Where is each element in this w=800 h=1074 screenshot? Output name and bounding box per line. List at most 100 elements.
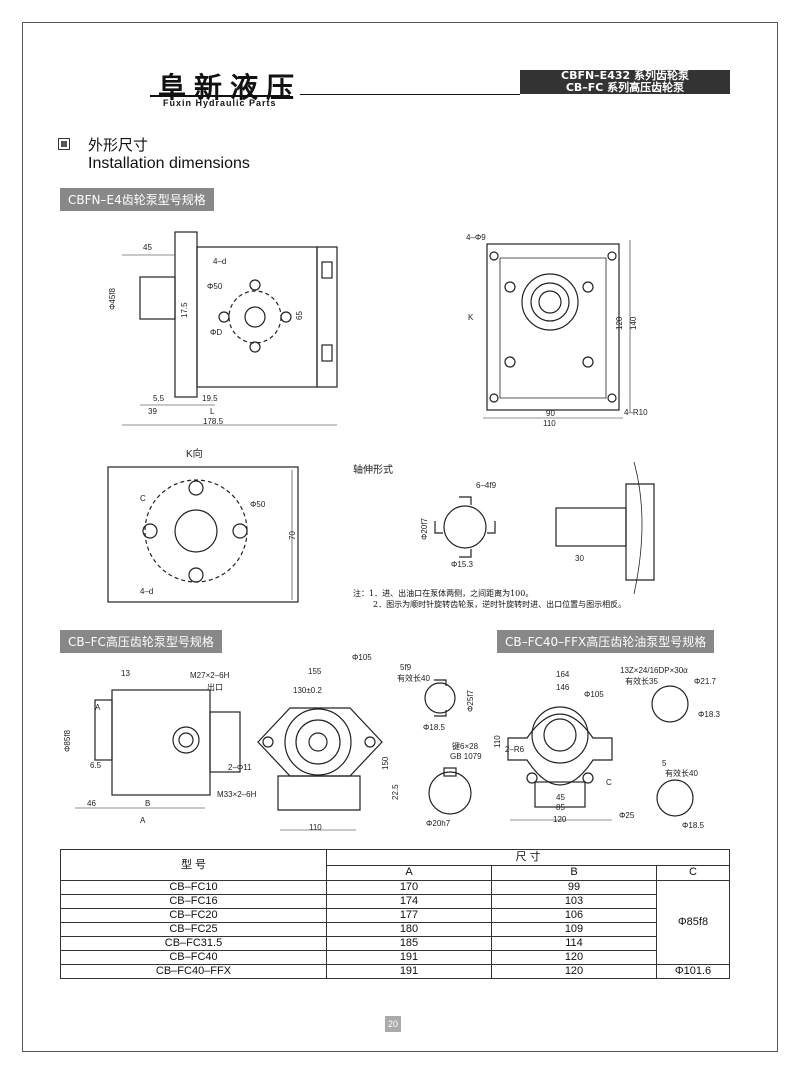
e4-front-view (483, 240, 631, 419)
dim-front-4phi9: 4–Φ9 (466, 233, 486, 242)
cell-model: CB–FC31.5 (60, 936, 327, 951)
th-a: A (326, 864, 492, 881)
band-fc: CB–FC高压齿轮泵型号规格 (60, 630, 222, 653)
table-row: CB–FC40 191 120 (60, 950, 730, 965)
table-row: CB–FC31.5 185 114 (60, 936, 730, 951)
dim-e4-178-5: 178.5 (203, 417, 224, 426)
note-line-1: 注：1．进、出油口在泵体两侧，之间距离为100。 (353, 589, 534, 598)
cell-a: 177 (326, 908, 492, 923)
cell-model: CB–FC40–FFX (60, 964, 327, 979)
page-number: 20 (385, 1016, 401, 1032)
dim-ffxs-5: 5 (662, 759, 667, 768)
cell-model: CB–FC16 (60, 894, 327, 909)
dim-e4-65: 65 (295, 311, 304, 320)
k-view (107, 466, 299, 603)
brand-title: 阜新液压 (158, 71, 303, 104)
cell-a: 185 (326, 936, 492, 951)
cell-model: CB–FC10 (60, 880, 327, 895)
dim-k-70: 70 (288, 531, 297, 540)
cell-b: 114 (491, 936, 657, 951)
dim-e4-l: L (210, 407, 215, 416)
dim-fc-130: 130±0.2 (293, 686, 322, 695)
dim-shaft-30: 30 (575, 554, 584, 563)
series-line-1: CBFN–E432 系列齿轮泵 (561, 69, 689, 82)
dim-front-140: 140 (629, 316, 638, 330)
th-b: B (491, 864, 657, 881)
dim-fcs-len40: 有效长40 (397, 673, 430, 683)
dim-front-110: 110 (543, 419, 556, 428)
cell-model: CB–FC40 (60, 950, 327, 965)
dim-fc-13: 13 (121, 669, 130, 678)
dim-k-phi50: Φ50 (250, 500, 266, 509)
table-row: CB–FC16 174 103 (60, 894, 730, 909)
dim-fc-m33: M33×2–6H (217, 790, 257, 799)
cell-a: 191 (326, 964, 492, 979)
e4-side-view (122, 231, 338, 426)
table-row: CB–FC25 180 109 (60, 922, 730, 937)
section-title-en: Installation dimensions (88, 155, 250, 172)
dim-ffxs-phi21: Φ21.7 (694, 677, 717, 686)
table-row: CB–FC40–FFX 191 120 Φ101.6 (60, 964, 730, 979)
dim-shaft-phi15: Φ15.3 (451, 560, 474, 569)
dim-ffx-c: C (606, 778, 612, 787)
dim-ffxs-len40: 有效长40 (665, 768, 698, 778)
dim-fc-m27: M27×2–6H (190, 671, 230, 680)
section-title-cn: 外形尺寸 (88, 136, 149, 154)
cell-model: CB–FC20 (60, 908, 327, 923)
dim-ffxs-phi25: Φ25 (619, 811, 635, 820)
series-badge: CBFN–E432 系列齿轮泵 CB–FC 系列高压齿轮泵 (520, 70, 730, 94)
dim-e4-phi50: Φ50 (207, 282, 223, 291)
dim-fc-110: 110 (309, 823, 322, 832)
notes: 注：1．进、出油口在泵体两侧，之间距离为100。 2．图示为顺时针旋转齿轮泵，逆… (353, 588, 626, 610)
dim-fcs-22-5: 22.5 (391, 784, 400, 800)
dim-fcs-gb: GB 1079 (450, 752, 482, 761)
dim-ffx-2r6: 2–R6 (505, 745, 525, 754)
dim-ffxs-phi18: Φ18.3 (698, 710, 721, 719)
page-frame (22, 22, 778, 1052)
th-size: 尺 寸 (326, 849, 730, 866)
dim-front-90: 90 (546, 409, 555, 418)
dim-e4-17-5: 17.5 (180, 302, 189, 318)
cell-b: 120 (491, 950, 657, 965)
dim-ffxs-phi18-5: Φ18.5 (682, 821, 705, 830)
cell-c-common: Φ85f8 (656, 880, 730, 965)
dim-k-c: C (140, 494, 146, 503)
dim-e4-45: 45 (143, 243, 152, 252)
k-view-title: K向 (186, 447, 203, 460)
dim-front-4r10: 4–R10 (624, 408, 648, 417)
dim-k-4d: 4–d (140, 587, 153, 596)
cell-b: 103 (491, 894, 657, 909)
dim-fc-155: 155 (308, 667, 322, 676)
dim-shaft-spline: 6–4f9 (476, 481, 497, 490)
table-row: CB–FC20 177 106 (60, 908, 730, 923)
dim-ffx-85: 85 (556, 803, 565, 812)
dim-fc-6-5: 6.5 (90, 761, 102, 770)
dim-e4-19-5: 19.5 (202, 394, 218, 403)
dim-ffxs-len35: 有效长35 (625, 676, 658, 686)
th-model: 型 号 (60, 849, 327, 881)
cell-a: 170 (326, 880, 492, 895)
fc-drawing (75, 689, 383, 831)
th-c: C (656, 864, 730, 881)
shaft-title: 轴伸形式 (353, 463, 393, 476)
dim-ffx-45: 45 (556, 793, 565, 802)
cell-c: Φ101.6 (656, 964, 730, 979)
dim-ffx-phi105: Φ105 (584, 690, 604, 699)
dim-e4-39: 39 (148, 407, 157, 416)
cell-a: 174 (326, 894, 492, 909)
ffx-drawing (507, 685, 694, 821)
dim-fcs-phi20: Φ20h7 (426, 819, 451, 828)
dim-ffx-120: 120 (553, 815, 567, 824)
dim-fcs-phi18: Φ18.5 (423, 723, 446, 732)
cell-b: 109 (491, 922, 657, 937)
dim-fc-a: A (140, 816, 146, 825)
dim-front-k: K (468, 313, 474, 322)
dim-ffxs-spline: 13Z×24/16DP×30α (620, 666, 688, 675)
dim-ffx-164: 164 (556, 670, 570, 679)
dim-e4-4d: 4–d (213, 257, 226, 266)
dim-ffx-146: 146 (556, 683, 570, 692)
dim-fcs-phi25: Φ25f7 (466, 689, 475, 712)
fc-shafts (424, 679, 472, 815)
table-row: CB–FC10 170 99 Φ85f8 (60, 880, 730, 965)
